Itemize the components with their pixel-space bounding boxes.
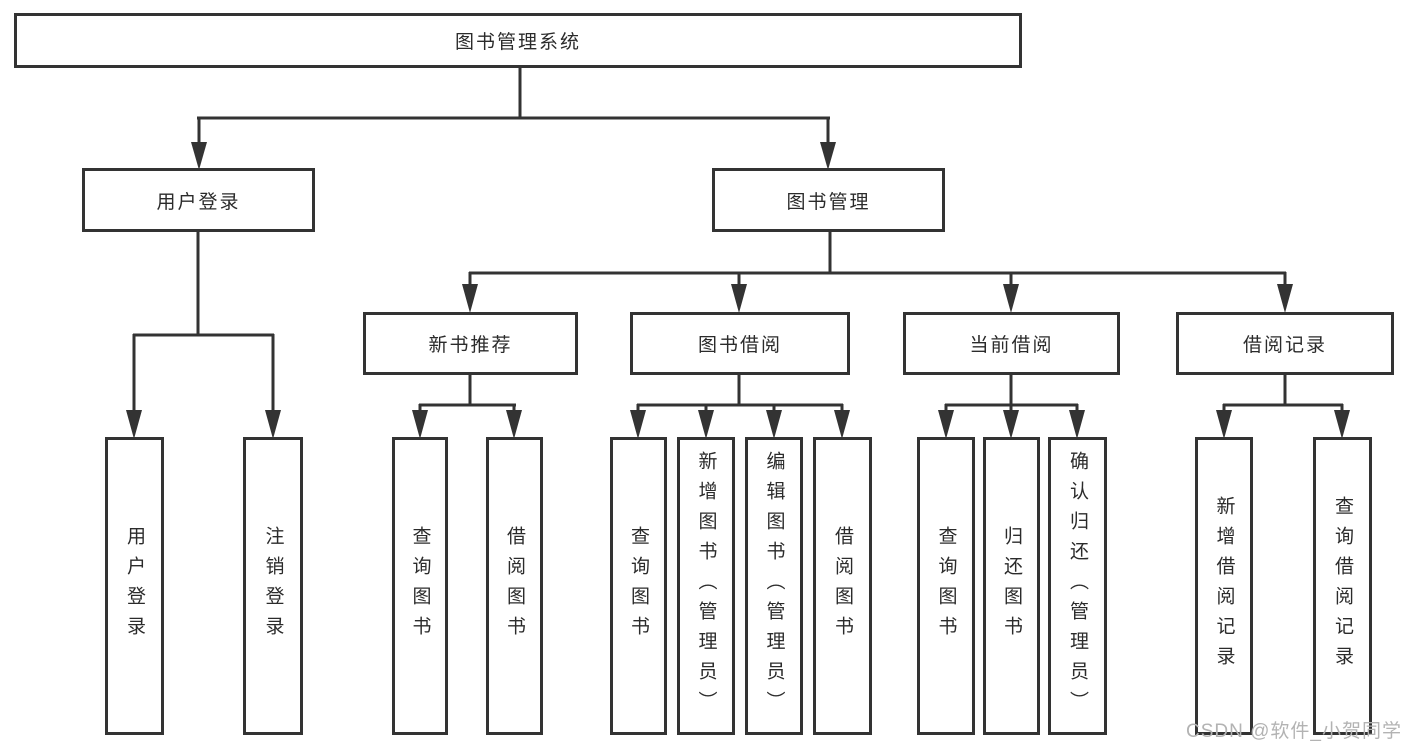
arrowhead [126, 410, 142, 439]
leaf-query-borrow-record-label: 查询借阅记录 [1332, 496, 1353, 676]
arrowhead [1277, 284, 1293, 313]
node-user-login: 用户登录 [82, 168, 315, 232]
leaf-query-book-2-label: 查询图书 [628, 526, 649, 646]
arrowhead [1003, 410, 1019, 439]
arrowhead [462, 284, 478, 313]
leaf-borrow-book-1: 借阅图书 [486, 437, 543, 735]
arrowhead [1003, 284, 1019, 313]
arrowhead [1334, 410, 1350, 439]
leaf-query-book-1-label: 查询图书 [409, 526, 431, 646]
arrowhead [698, 410, 714, 439]
leaf-borrow-book-1-label: 借阅图书 [504, 526, 525, 646]
edge-userlogin-drops [132, 334, 275, 412]
leaf-edit-book-admin: 编辑图书（管理员） [745, 437, 803, 735]
arrowhead [834, 410, 850, 439]
leaf-add-book-admin-label: 新增图书（管理员） [695, 451, 717, 721]
leaf-query-borrow-record: 查询借阅记录 [1313, 437, 1372, 735]
arrowhead [1216, 410, 1232, 439]
node-root: 图书管理系统 [14, 13, 1022, 68]
node-book-management: 图书管理 [712, 168, 945, 232]
arrowhead [506, 410, 522, 439]
arrowhead [1069, 410, 1085, 439]
csdn-watermark: CSDN @软件_小贺同学 [1186, 721, 1402, 742]
leaf-query-book-3: 查询图书 [917, 437, 975, 735]
node-book-management-label: 图书管理 [786, 191, 871, 213]
leaf-add-book-admin: 新增图书（管理员） [677, 437, 735, 735]
arrowhead [265, 410, 281, 439]
node-book-borrowing: 图书借阅 [630, 312, 850, 375]
edge-bookmgmt-drops [468, 272, 1287, 286]
leaf-logout: 注销登录 [243, 437, 303, 735]
leaf-borrow-book-2-label: 借阅图书 [832, 526, 853, 646]
arrowhead [820, 142, 836, 170]
arrowhead [412, 410, 428, 439]
leaf-query-book-2: 查询图书 [610, 437, 667, 735]
node-new-book-recommend: 新书推荐 [363, 312, 578, 375]
arrowhead [630, 410, 646, 439]
node-new-book-recommend-label: 新书推荐 [428, 335, 513, 356]
leaf-confirm-return-admin-label: 确认归还（管理员） [1067, 451, 1088, 721]
leaf-return-book: 归还图书 [983, 437, 1040, 735]
arrowhead [938, 410, 954, 439]
leaf-user-login-label: 用户登录 [124, 526, 145, 646]
node-current-borrowing: 当前借阅 [903, 312, 1120, 375]
leaf-edit-book-admin-label: 编辑图书（管理员） [763, 451, 785, 721]
leaf-borrow-book-2: 借阅图书 [813, 437, 872, 735]
node-root-label: 图书管理系统 [454, 32, 581, 53]
arrowhead [766, 410, 782, 439]
leaf-add-borrow-record: 新增借阅记录 [1195, 437, 1253, 735]
node-current-borrowing-label: 当前借阅 [969, 335, 1054, 356]
leaf-logout-label: 注销登录 [262, 526, 284, 646]
leaf-confirm-return-admin: 确认归还（管理员） [1048, 437, 1107, 735]
leaf-add-borrow-record-label: 新增借阅记录 [1213, 496, 1235, 676]
leaf-return-book-label: 归还图书 [1001, 526, 1022, 646]
edge-bookborrow-drops [636, 404, 844, 412]
node-user-login-label: 用户登录 [156, 191, 241, 213]
node-book-borrowing-label: 图书借阅 [697, 335, 782, 356]
node-borrow-records-label: 借阅记录 [1242, 335, 1327, 356]
edge-root-drops [197, 117, 830, 144]
leaf-user-login: 用户登录 [105, 437, 164, 735]
node-borrow-records: 借阅记录 [1176, 312, 1394, 375]
arrowheads [126, 142, 1350, 439]
arrowhead [731, 284, 747, 313]
leaf-query-book-3-label: 查询图书 [935, 526, 957, 646]
arrowhead [191, 142, 207, 170]
leaf-query-book-1: 查询图书 [392, 437, 448, 735]
